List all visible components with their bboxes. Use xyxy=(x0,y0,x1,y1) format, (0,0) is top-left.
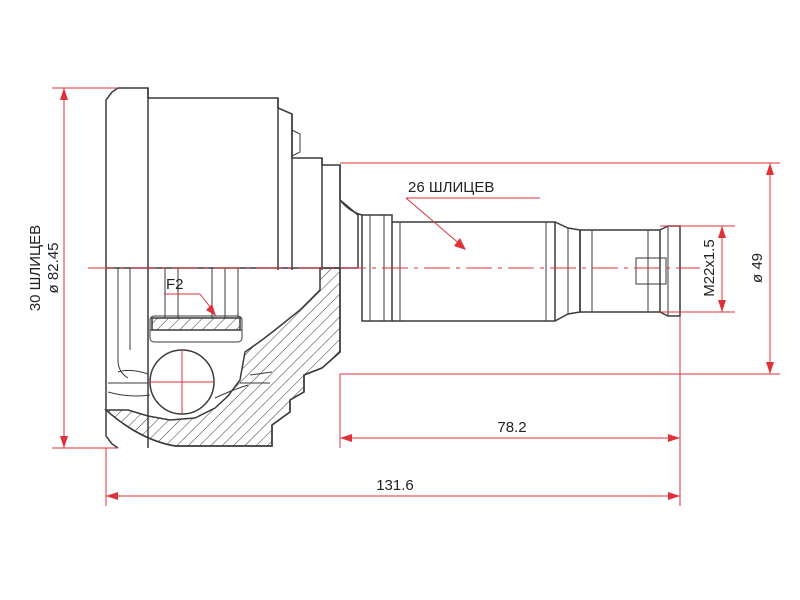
f2-label: F2 xyxy=(166,276,184,293)
dim-outer-diameter xyxy=(52,87,118,449)
shaft-diameter-label: ø 49 xyxy=(749,253,766,283)
total-length-label: 131.6 xyxy=(376,477,414,494)
outer-splines-label: 30 ШЛИЦЕВ xyxy=(27,225,44,311)
dim-thread xyxy=(660,225,735,313)
thread-label: M22x1.5 xyxy=(701,239,718,297)
leader-f2 xyxy=(164,293,216,316)
housing-section xyxy=(104,267,341,447)
shaft-splines-label: 26 ШЛИЦЕВ xyxy=(408,179,494,196)
dim-shaft-length xyxy=(339,316,681,506)
stub-shaft xyxy=(339,199,681,322)
shaft-length-label: 78.2 xyxy=(497,419,526,436)
dim-shaft-diameter xyxy=(340,162,780,375)
outer-diameter-label: ø 82.45 xyxy=(45,243,62,294)
dim-total-length xyxy=(105,448,680,506)
leader-shaft-splines xyxy=(405,197,540,250)
